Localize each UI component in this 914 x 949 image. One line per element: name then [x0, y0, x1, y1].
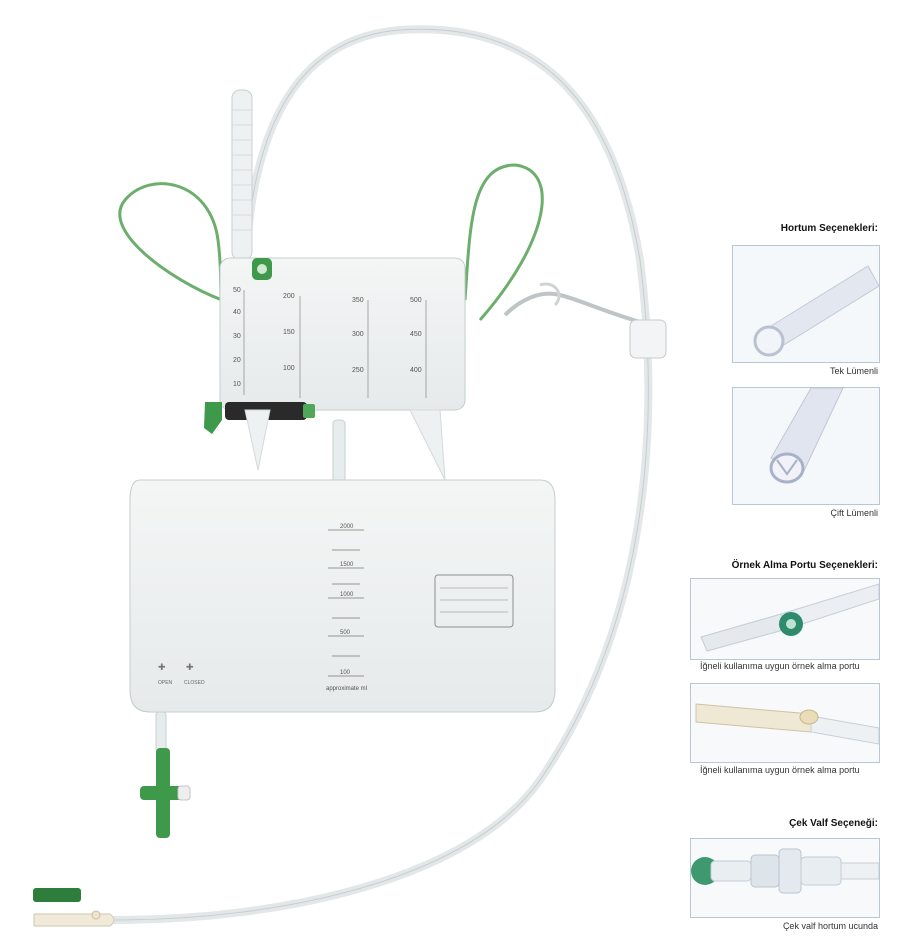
svg-text:400: 400	[410, 367, 422, 374]
caption-sample-port-2: İğneli kullanıma uygun örnek alma portu	[700, 765, 860, 775]
caption-check-valve: Çek valf hortum ucunda	[782, 921, 878, 931]
corrugated-tube	[231, 89, 253, 261]
bag-scale-100: 100	[340, 670, 351, 676]
chamber-scale-4-top: 500	[410, 297, 422, 304]
tube-options-title: Hortum Seçenekleri:	[780, 223, 878, 234]
thumb-single-lumen	[732, 245, 880, 363]
green-connector-left	[204, 402, 222, 434]
caption-sample-port-1: İğneli kullanıma uygun örnek alma portu	[700, 661, 860, 671]
svg-text:450: 450	[410, 331, 422, 338]
collection-bag	[129, 479, 556, 713]
chamber-scale-3-top: 350	[352, 297, 364, 304]
svg-text:300: 300	[352, 331, 364, 338]
bag-scale-unit: approximate ml	[326, 686, 367, 692]
drain-tube	[111, 25, 653, 924]
bag-scale-2000: 2000	[340, 524, 354, 530]
valve-icon-open: ✚	[158, 662, 166, 672]
thumb-sample-port-1	[690, 578, 880, 660]
thumb-sample-port-2	[690, 683, 880, 763]
svg-text:150: 150	[283, 329, 295, 336]
measuring-chamber	[219, 257, 466, 411]
svg-text:100: 100	[283, 365, 295, 372]
tube-end-connector	[33, 913, 115, 927]
caption-double-lumen: Çift Lümenli	[830, 508, 878, 518]
left-strap	[118, 182, 224, 331]
outlet-valve-horizontal	[140, 786, 188, 800]
thumb-check-valve	[690, 838, 880, 918]
svg-text:40: 40	[233, 309, 241, 316]
right-strap	[463, 163, 544, 321]
bag-scale-1000: 1000	[340, 592, 354, 598]
single-lumen-icon	[753, 325, 785, 357]
svg-text:20: 20	[233, 357, 241, 364]
svg-text:30: 30	[233, 333, 241, 340]
bag-scale-500: 500	[340, 630, 351, 636]
double-lumen-icon	[769, 452, 805, 484]
bag-scale-1500: 1500	[340, 562, 354, 568]
valve-label-open: OPEN	[158, 680, 173, 686]
chamber-scale-1-top: 50	[233, 287, 241, 294]
svg-text:10: 10	[233, 381, 241, 388]
svg-text:250: 250	[352, 367, 364, 374]
caption-single-lumen: Tek Lümenli	[829, 366, 878, 376]
thumb-double-lumen	[732, 387, 880, 505]
sample-port-cap-icon	[799, 709, 819, 725]
green-cap	[33, 888, 81, 902]
bag-label-panel	[434, 574, 514, 628]
chamber-scale-2-top: 200	[283, 293, 295, 300]
check-valve-option-title: Çek Valf Seçeneği:	[789, 818, 878, 829]
valve-label-closed: CLOSED	[184, 680, 205, 686]
sample-port-options-title: Örnek Alma Portu Seçenekleri:	[731, 560, 878, 571]
valve-icon-closed: ✚	[186, 662, 194, 672]
